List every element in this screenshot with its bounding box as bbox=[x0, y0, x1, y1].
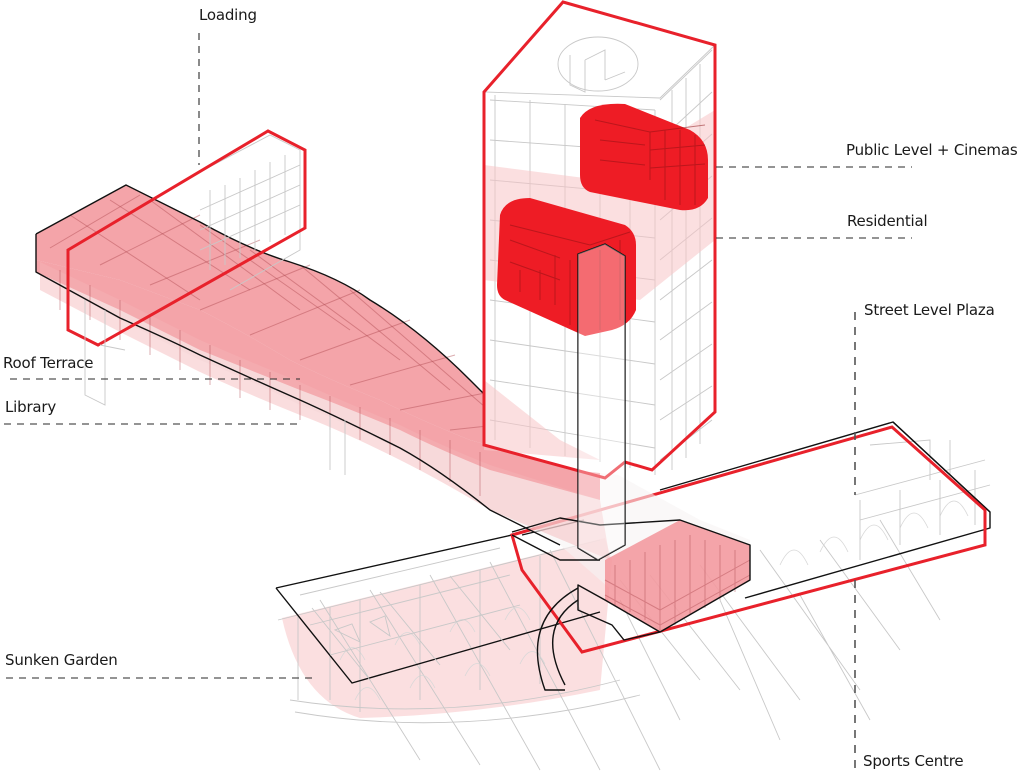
label-sunken-garden: Sunken Garden bbox=[5, 651, 118, 669]
label-loading: Loading bbox=[199, 6, 257, 24]
leader-lines bbox=[4, 33, 912, 768]
label-street-level-plaza: Street Level Plaza bbox=[864, 301, 995, 319]
residential-block bbox=[497, 198, 636, 336]
label-public-level-cinemas: Public Level + Cinemas bbox=[846, 141, 1018, 159]
library-slab bbox=[35, 184, 751, 691]
label-library: Library bbox=[5, 398, 57, 416]
sports-centre-outline bbox=[510, 425, 987, 654]
loading-block bbox=[66, 129, 307, 347]
label-residential: Residential bbox=[847, 212, 928, 230]
public-level-cinemas-block bbox=[580, 103, 708, 211]
core-shaft bbox=[577, 243, 626, 561]
label-roof-terrace: Roof Terrace bbox=[3, 354, 94, 372]
label-sports-centre: Sports Centre bbox=[863, 752, 964, 770]
